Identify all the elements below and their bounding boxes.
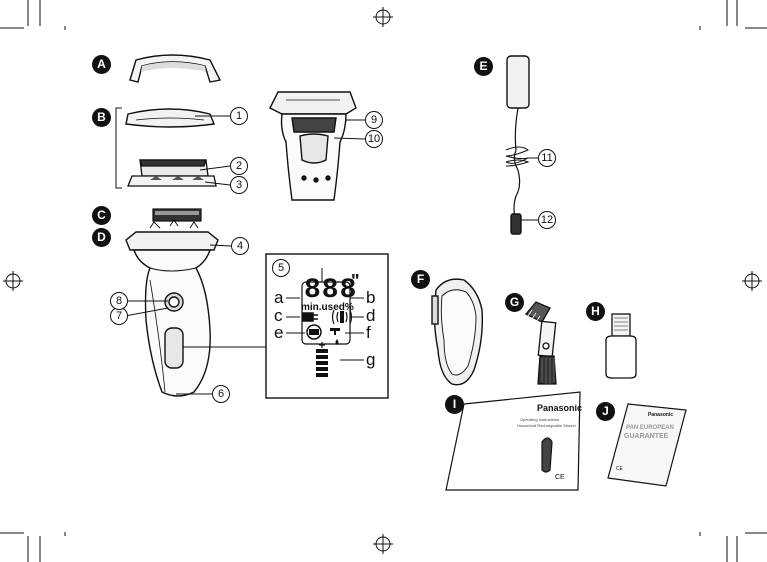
oil-bottle-drawing: [605, 313, 637, 379]
callout-7: 7: [110, 307, 128, 325]
registration-marks: [3, 7, 762, 554]
manual-ce-mark: CE: [555, 474, 565, 481]
display-icons: [302, 309, 353, 377]
callout-12: 12: [538, 211, 556, 229]
manual-title: Operating Instructions: [520, 417, 560, 422]
callout-9: 9: [365, 111, 383, 129]
shaver-side-view-drawing: [269, 91, 357, 201]
display-letter-d: d: [366, 306, 376, 325]
display-seconds-mark: ": [351, 271, 360, 291]
part-label-g: G: [505, 293, 524, 312]
leader-lines-d: [124, 244, 266, 395]
protective-cap-drawing: [129, 54, 222, 83]
display-min-used: min.used%: [301, 302, 354, 313]
shaver-body-drawing: [125, 219, 219, 397]
callout-1: 1: [230, 107, 248, 125]
display-letter-a: a: [274, 288, 284, 307]
callout-6: 6: [212, 385, 230, 403]
part-label-h: H: [586, 302, 605, 321]
part-label-a: A: [92, 55, 111, 74]
callout-2: 2: [230, 157, 248, 175]
cleaning-brush-drawing: [524, 301, 557, 385]
part-label-d: D: [92, 228, 111, 247]
bracket-b: [115, 107, 122, 189]
guarantee-title-line2: GUARANTEE: [624, 433, 669, 440]
display-letter-f: f: [366, 323, 371, 342]
part-label-b: B: [92, 108, 111, 127]
ac-adaptor-drawing: [505, 55, 530, 235]
callout-5: 5: [272, 259, 290, 277]
manual-subtitle: Household Rechargeable Shaver: [517, 423, 576, 428]
guarantee-brand: Panasonic: [648, 412, 674, 418]
manual-brand: Panasonic: [537, 403, 583, 413]
display-letter-c: c: [274, 306, 283, 325]
callout-10: 10: [365, 130, 383, 148]
callout-8: 8: [110, 292, 128, 310]
part-label-e: E: [474, 57, 493, 76]
guarantee-title-line1: PAN EUROPEAN: [626, 425, 674, 431]
guarantee-drawing: [607, 403, 687, 487]
part-label-i: I: [445, 395, 464, 414]
display-panel-frame: [265, 253, 389, 399]
leader-lines-side: [333, 119, 366, 140]
part-label-f: F: [411, 270, 430, 289]
part-label-j: J: [596, 402, 615, 421]
callout-4: 4: [231, 237, 249, 255]
part-label-c: C: [92, 206, 111, 225]
manual-drawing: [445, 391, 581, 491]
leader-lines-e: [521, 157, 538, 221]
leader-lines-b: [195, 115, 231, 186]
callout-3: 3: [230, 176, 248, 194]
blade-system-frame-drawing: [127, 159, 217, 187]
callout-11: 11: [538, 149, 556, 167]
inner-blade-drawing: [152, 208, 202, 222]
display-letter-b: b: [366, 288, 376, 307]
pouch-drawing: [431, 278, 484, 386]
display-letter-e: e: [274, 323, 284, 342]
display-leader-lines: [286, 297, 364, 361]
outer-foil-frame-drawing: [125, 108, 215, 128]
guarantee-ce-mark: CE: [616, 466, 623, 472]
display-letter-g: g: [366, 350, 376, 369]
display-digits: 888: [304, 275, 358, 306]
